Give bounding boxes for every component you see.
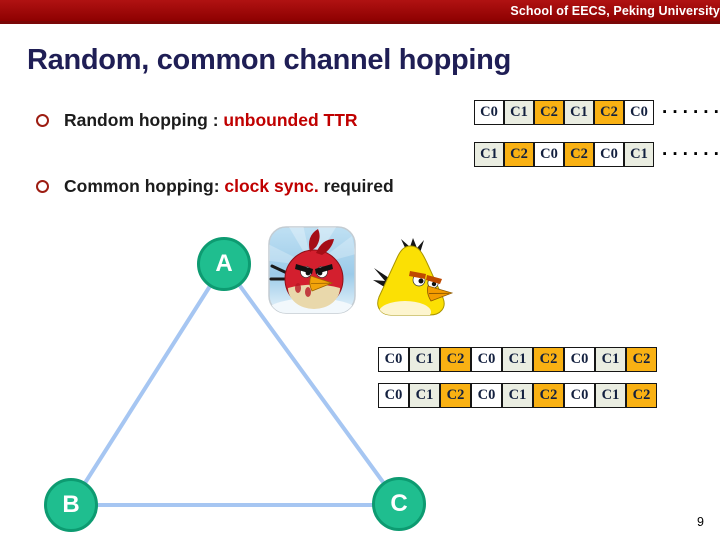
channel-cell-c2: C2 [533,347,564,372]
channel-cell-c1: C1 [502,347,533,372]
channel-cell-c1: C1 [409,383,440,408]
channel-cell-c2: C2 [594,100,624,125]
bullet-marker-icon [36,114,49,127]
channel-cell-c0: C0 [624,100,654,125]
channel-cell-c1: C1 [474,142,504,167]
bullet-random-hopping-text: Random hopping : unbounded TTR [64,110,358,132]
channel-cell-c0: C0 [471,383,502,408]
channel-cell-c0: C0 [564,383,595,408]
bullet-common-hopping-text: Common hopping: clock sync. required [64,176,394,198]
channel-cell-c2: C2 [533,383,564,408]
node-c: C [372,477,426,531]
page-title: Random, common channel hopping [27,44,512,76]
bullet-text-emphasis: clock sync. [224,176,319,196]
channel-cell-c1: C1 [595,383,626,408]
channel-cell-c1: C1 [409,347,440,372]
channel-cell-c1: C1 [595,347,626,372]
channel-cell-c1: C1 [624,142,654,167]
bullet-marker-icon [36,180,49,193]
ellipsis-dots: ······ [662,102,720,123]
node-a: A [197,237,251,291]
channel-cell-c1: C1 [564,100,594,125]
channel-cell-c2: C2 [534,100,564,125]
ellipsis-dots: ······ [662,144,720,165]
bullet-text-plain: Common hopping: [64,176,225,196]
bullet-text-plain: Random hopping : [64,110,224,130]
bullet-random-hopping: Random hopping : unbounded TTR [36,110,466,132]
node-b: B [44,478,98,532]
channel-cell-c2: C2 [440,347,471,372]
channel-cell-c0: C0 [378,347,409,372]
channel-cell-c2: C2 [504,142,534,167]
channel-cell-c1: C1 [502,383,533,408]
bullet-text-emphasis: unbounded TTR [223,110,358,130]
channel-cell-c0: C0 [564,347,595,372]
channel-cell-c2: C2 [626,383,657,408]
node-b-label: B [62,491,80,518]
channel-cell-c2: C2 [626,347,657,372]
page-number: 9 [697,515,704,529]
channel-cell-c0: C0 [594,142,624,167]
channel-cell-c0: C0 [378,383,409,408]
channel-cell-c0: C0 [471,347,502,372]
red-angry-bird-icon [268,226,356,314]
node-c-label: C [390,490,408,517]
channel-cell-c2: C2 [564,142,594,167]
bullet-common-hopping: Common hopping: clock sync. required [36,176,466,198]
header-bar: School of EECS, Peking University [0,0,720,24]
institution-label: School of EECS, Peking University [510,3,720,18]
channel-cell-c2: C2 [440,383,471,408]
channel-cell-c0: C0 [534,142,564,167]
channel-cell-c0: C0 [474,100,504,125]
node-a-label: A [215,250,233,277]
yellow-angry-bird-icon [373,238,453,316]
channel-cell-c1: C1 [504,100,534,125]
bullet-text-plain: required [318,176,394,196]
